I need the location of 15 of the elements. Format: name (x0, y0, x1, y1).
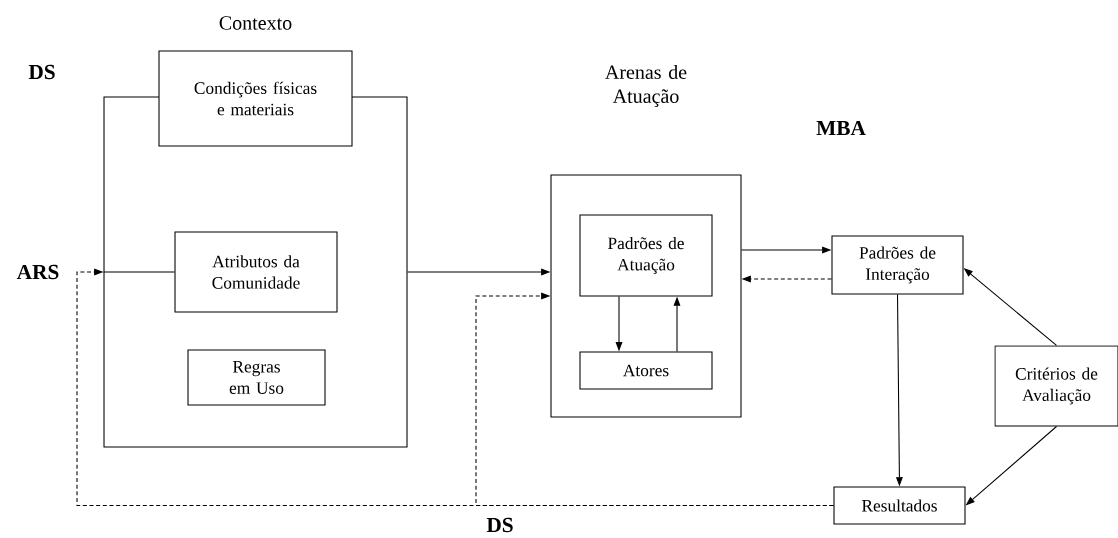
node-label: Arenas de Atuação (605, 64, 687, 108)
process-box: Atributos da Comunidade (174, 231, 338, 313)
process-box: Padrões de Atuação (579, 214, 713, 297)
process-box: Critérios de Avaliação (994, 345, 1118, 427)
text-label: ARS (16, 264, 59, 280)
text-label: DS (486, 517, 513, 533)
arrow (475, 292, 834, 507)
process-box: Padrões de Interação (831, 235, 964, 295)
process-box: Atores (579, 351, 713, 390)
text-label: MBA (816, 120, 866, 136)
process-box: Resultados (833, 486, 966, 525)
process-box: Condições físicas e materiais (158, 50, 353, 147)
text-label: Contexto (219, 16, 292, 30)
text-label: DS (28, 64, 55, 80)
process-box: Regras em Uso (187, 349, 326, 406)
